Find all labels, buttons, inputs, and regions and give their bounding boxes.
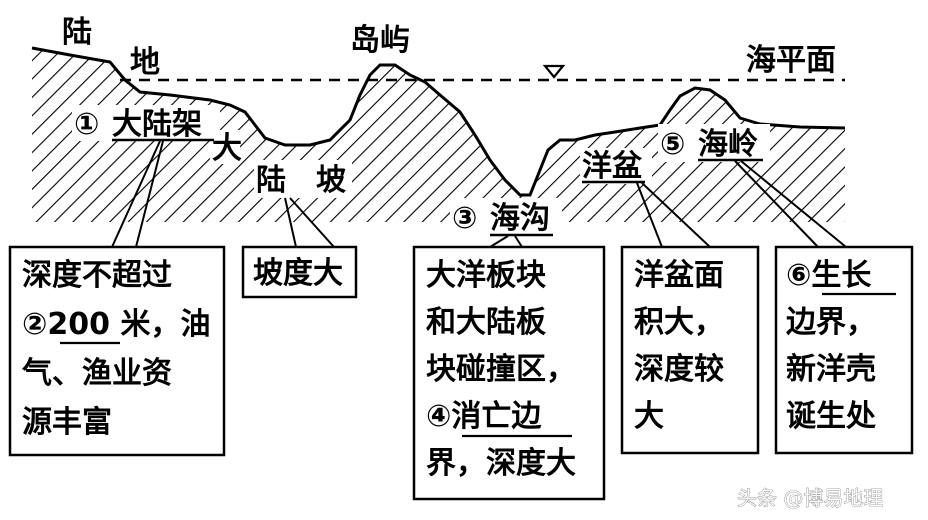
shelf-big-bg [210,130,240,164]
trench-leader-b [514,235,523,248]
slope-label-bg [254,160,352,198]
basin-box-line-2: 积大， [634,305,724,340]
shelf-big-label: 大 [212,131,242,166]
shelf-number: ① [74,107,99,142]
sea-level-marker [542,64,566,79]
trench-number: ③ [452,201,477,236]
shelf-label-bg [72,105,220,141]
shelf-name: 大陆架 [112,107,202,142]
shelf-leader-b [135,140,164,248]
shelf-leader-a [111,140,161,248]
slope-label-2: 坡 [316,163,346,198]
shelf-box-line-2: ②200 米，油 [22,307,210,342]
trench-box-line-4: ④消亡边 [426,399,542,434]
slope-leader-a [284,197,297,248]
ridge-description-box: ⑥生长 边界， 新洋壳 诞生处 [774,245,914,455]
basin-box-line-1: 洋盆面 [634,258,724,293]
shelf-box-line-3: 气、渔业资 [22,356,172,391]
ridge-box-line-1: ⑥生长 [786,258,871,293]
ridge-leader-b [740,160,847,248]
trench-box-line-2: 和大陆板 [426,305,546,340]
slope-leader-b [289,197,335,248]
trench-box-line-3: 块碰撞区， [426,352,576,387]
label-sea-level: 海平面 [746,43,836,78]
trench-box-line-1: 大洋板块 [426,258,546,293]
shelf-box-line-4: 源丰富 [22,405,112,440]
ridge-box-line-4: 诞生处 [786,399,876,434]
basin-leader-a [636,182,663,248]
basin-leader-b [641,182,711,248]
basin-name: 洋盆 [582,149,643,184]
slope-description-box: 坡度大 [241,245,358,299]
shelf-description-box: 深度不超过 ②200 米，油 气、渔业资 源丰富 [8,245,226,457]
ridge-number: ⑤ [660,127,685,162]
basin-box-line-4: 大 [634,399,664,434]
trench-leader-a [489,235,509,248]
basin-description-box: 洋盆面 积大， 深度较 大 [620,245,760,455]
ridge-name: 海岭 [698,127,758,162]
seabed-outline [31,46,846,197]
watermark: 头条 @博易地理 [737,486,883,510]
ridge-box-line-3: 新洋壳 [786,352,876,387]
trench-name: 海沟 [490,201,550,236]
label-continent: 陆 [62,15,92,50]
basin-box-line-3: 深度较 [634,352,724,387]
trench-description-box: 大洋板块 和大陆板 块碰撞区， ④消亡边 界，深度大 [412,245,606,501]
slope-label-1: 陆 [256,163,286,198]
slope-box-line-1: 坡度大 [253,256,343,291]
basin-label-bg [580,148,652,184]
trench-box-line-5: 界，深度大 [426,446,576,481]
label-land: 地 [130,45,160,80]
ridge-box-line-2: 边界， [786,305,876,340]
label-island: 岛屿 [350,23,410,58]
shelf-box-line-1: 深度不超过 [22,258,172,293]
trench-label-bg [450,198,562,236]
ridge-leader-a [734,160,819,248]
ridge-label-bg [658,124,770,162]
